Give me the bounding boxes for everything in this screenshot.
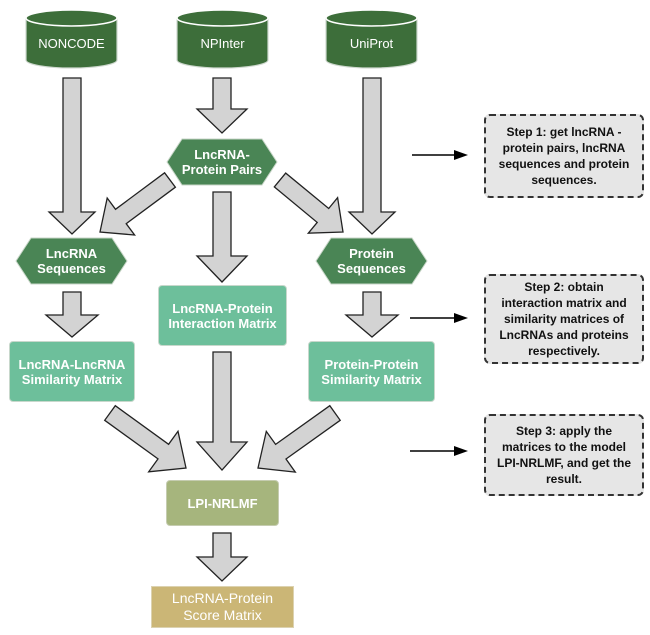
- arrow-pairs-to-lncrna-seq: [99, 171, 177, 236]
- step-2-note: Step 2: obtain interaction matrix and si…: [484, 274, 644, 364]
- arrow-pairs-to-interaction: [195, 191, 249, 283]
- database-label: UniProt: [349, 35, 394, 51]
- hexagon-label: LncRNA Sequences: [37, 246, 106, 276]
- arrow-lncrna-seq-to-similarity: [44, 291, 100, 338]
- database-label: NPInter: [200, 35, 245, 51]
- cylinder-icon: [325, 9, 418, 69]
- interaction-matrix: LncRNA-Protein Interaction Matrix: [158, 285, 287, 346]
- arrow-model-to-result: [195, 532, 249, 582]
- arrow-interaction-to-model: [195, 351, 249, 471]
- hexagon-protein-sequences: Protein Sequences: [315, 237, 428, 285]
- database-uniprot: UniProt: [324, 8, 419, 70]
- hexagon-lncrna-sequences: LncRNA Sequences: [15, 237, 128, 285]
- protein-similarity-matrix: Protein-Protein Similarity Matrix: [308, 341, 435, 402]
- step-3-note: Step 3: apply the matrices to the model …: [484, 414, 644, 496]
- step-1-note: Step 1: get lncRNA - protein pairs, lncR…: [484, 114, 644, 198]
- result-label: LncRNA-Protein Score Matrix: [171, 590, 274, 623]
- step-text: Step 2: obtain interaction matrix and si…: [499, 280, 629, 358]
- model-lpi-nrlmf: LPI-NRLMF: [166, 480, 279, 526]
- cylinder-icon: [176, 9, 269, 69]
- hexagon-shape: [166, 138, 278, 186]
- hexagon-lncrna-protein-pairs: LncRNA-Protein Pairs: [166, 138, 278, 186]
- step-2-pointer-arrow: [410, 313, 468, 323]
- arrow-pairs-to-protein-seq: [273, 172, 344, 234]
- score-matrix: LncRNA-Protein Score Matrix: [151, 586, 294, 628]
- step-1-pointer-arrow: [412, 150, 468, 160]
- arrow-lnc-similarity-to-model: [103, 404, 187, 473]
- matrix-label: Protein-Protein Similarity Matrix: [321, 356, 422, 387]
- model-label: LPI-NRLMF: [187, 495, 258, 511]
- arrow-prot-similarity-to-model: [257, 404, 342, 473]
- matrix-label: LncRNA-Protein Interaction Matrix: [168, 300, 277, 331]
- hexagon-shape: [15, 237, 128, 285]
- step-text: Step 1: get lncRNA - protein pairs, lncR…: [498, 125, 630, 187]
- database-npinter: NPInter: [175, 8, 270, 70]
- database-label: NONCODE: [38, 35, 105, 51]
- arrow-noncode-to-lncrna-seq: [47, 77, 97, 235]
- hexagon-label: LncRNA-Protein Pairs: [181, 147, 263, 177]
- cylinder-icon: [25, 9, 118, 69]
- arrow-uniprot-to-protein-seq: [347, 77, 397, 235]
- hexagon-label: Protein Sequences: [337, 246, 406, 276]
- database-noncode: NONCODE: [24, 8, 119, 70]
- matrix-label: LncRNA-LncRNA Similarity Matrix: [18, 356, 126, 387]
- arrow-npinter-to-pairs: [195, 77, 249, 134]
- arrow-protein-seq-to-similarity: [344, 291, 400, 338]
- lncrna-similarity-matrix: LncRNA-LncRNA Similarity Matrix: [9, 341, 135, 402]
- hexagon-shape: [315, 237, 428, 285]
- step-text: Step 3: apply the matrices to the model …: [497, 424, 631, 486]
- step-3-pointer-arrow: [410, 446, 468, 456]
